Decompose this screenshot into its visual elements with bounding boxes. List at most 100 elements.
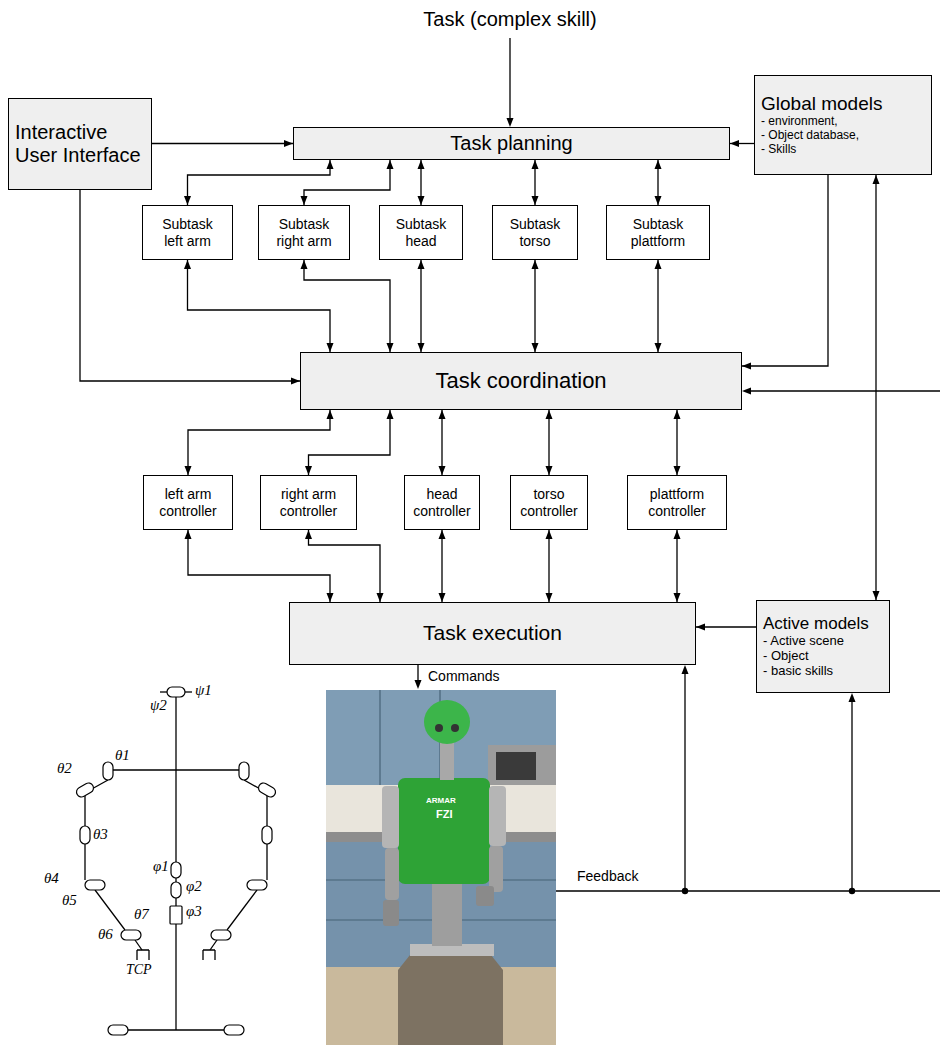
connector-line [441, 410, 442, 475]
link-line [84, 796, 85, 826]
connector [873, 175, 880, 600]
link-line [175, 924, 176, 1030]
connector [184, 160, 334, 205]
joint-symbol [103, 762, 113, 780]
bullet-item: - Object [763, 649, 809, 664]
connector [655, 260, 662, 352]
arrow-head [418, 343, 425, 352]
connector [185, 410, 334, 475]
connector [185, 530, 334, 602]
arrow-head [674, 410, 681, 419]
connector [418, 260, 425, 352]
arrow-head [532, 343, 539, 352]
connector-line [309, 530, 381, 602]
bullet-item: - Object database, [761, 129, 859, 143]
connector [532, 260, 539, 352]
arrow-head [546, 466, 553, 475]
connector [184, 260, 334, 352]
arrow-head [439, 593, 446, 602]
link-line [175, 770, 176, 862]
joint-symbol [262, 826, 272, 844]
connector-line [657, 260, 658, 352]
connector [301, 260, 394, 352]
connector-line [676, 530, 677, 602]
node-label: torso controller [516, 486, 582, 518]
connector-line [534, 260, 535, 352]
connector [730, 140, 754, 147]
bullet-item: - Skills [761, 143, 796, 157]
joint-label: θ2 [57, 760, 72, 777]
point-label: TCP [126, 962, 152, 978]
joint-symbol [171, 882, 181, 898]
robot-hand [476, 886, 494, 906]
node-label: Subtask plattform [625, 216, 691, 248]
node-label: Task coordination [435, 368, 606, 393]
robot-head [424, 700, 470, 744]
node-label: Active models [763, 614, 869, 634]
arrow-head [387, 160, 394, 169]
module-box: Task planning [293, 127, 730, 160]
joint-symbol [170, 906, 182, 924]
cabinet [326, 690, 556, 785]
arrow-head [327, 160, 334, 169]
joint-symbol [171, 862, 181, 878]
connector [674, 410, 681, 475]
connector [696, 624, 756, 631]
feedback-line [750, 390, 940, 391]
link-line [175, 898, 176, 906]
arrow-head [291, 378, 300, 385]
node-label: Subtask torso [502, 216, 568, 248]
connector-line [304, 260, 390, 352]
arrow-head [327, 410, 334, 419]
robot-neck [440, 742, 454, 780]
joint-symbol [239, 762, 249, 780]
arrow-head [655, 343, 662, 352]
controller-box: plattform controller [627, 475, 727, 530]
node-label: Subtask left arm [155, 216, 221, 248]
arrow-head [184, 196, 191, 205]
node-label: Task planning [450, 132, 572, 155]
subtask-box: Subtask head [379, 205, 463, 260]
joint-label: θ4 [44, 870, 59, 887]
joint-label: θ1 [115, 747, 130, 764]
joint-symbol [80, 826, 90, 844]
robot-eye [435, 724, 443, 732]
robot-logo: ARMAR [426, 796, 456, 805]
feedback-line [851, 701, 852, 891]
connector-line [742, 175, 828, 366]
bullet-item: - basic skills [763, 664, 833, 679]
robot-hand [383, 900, 399, 926]
arrow-head [184, 260, 191, 269]
joint-label: θ7 [134, 906, 149, 923]
robot-arm [489, 846, 503, 892]
joint-label: ψ2 [150, 697, 167, 714]
node-label: head controller [409, 486, 475, 518]
connector-line [548, 410, 549, 475]
arrow-head [185, 466, 192, 475]
arrow-head [546, 410, 553, 419]
arrow-head [532, 160, 539, 169]
input-label: Task (complex skill) [423, 8, 596, 31]
connector-line [188, 160, 331, 205]
signal-label: Commands [428, 668, 500, 684]
arrow-head [696, 624, 705, 631]
connector [301, 160, 394, 205]
node-label: left arm controller [155, 486, 221, 518]
gripper-symbol [203, 950, 215, 960]
gripper-symbol [137, 950, 149, 960]
robot-arm [385, 848, 399, 900]
connector [152, 140, 293, 147]
arrow-head [327, 593, 334, 602]
cabinet-edge [379, 690, 381, 785]
node-label: Subtask right arm [271, 216, 337, 248]
feedback-line [556, 890, 940, 891]
controller-box: head controller [404, 475, 480, 530]
arrow-head [674, 466, 681, 475]
arrow-head [301, 260, 308, 269]
arrow-head [284, 140, 293, 147]
connector [418, 160, 425, 205]
arrow-head [327, 343, 334, 352]
arrow-head [655, 196, 662, 205]
arrow-head [655, 260, 662, 269]
joint-label: φ2 [186, 878, 202, 895]
